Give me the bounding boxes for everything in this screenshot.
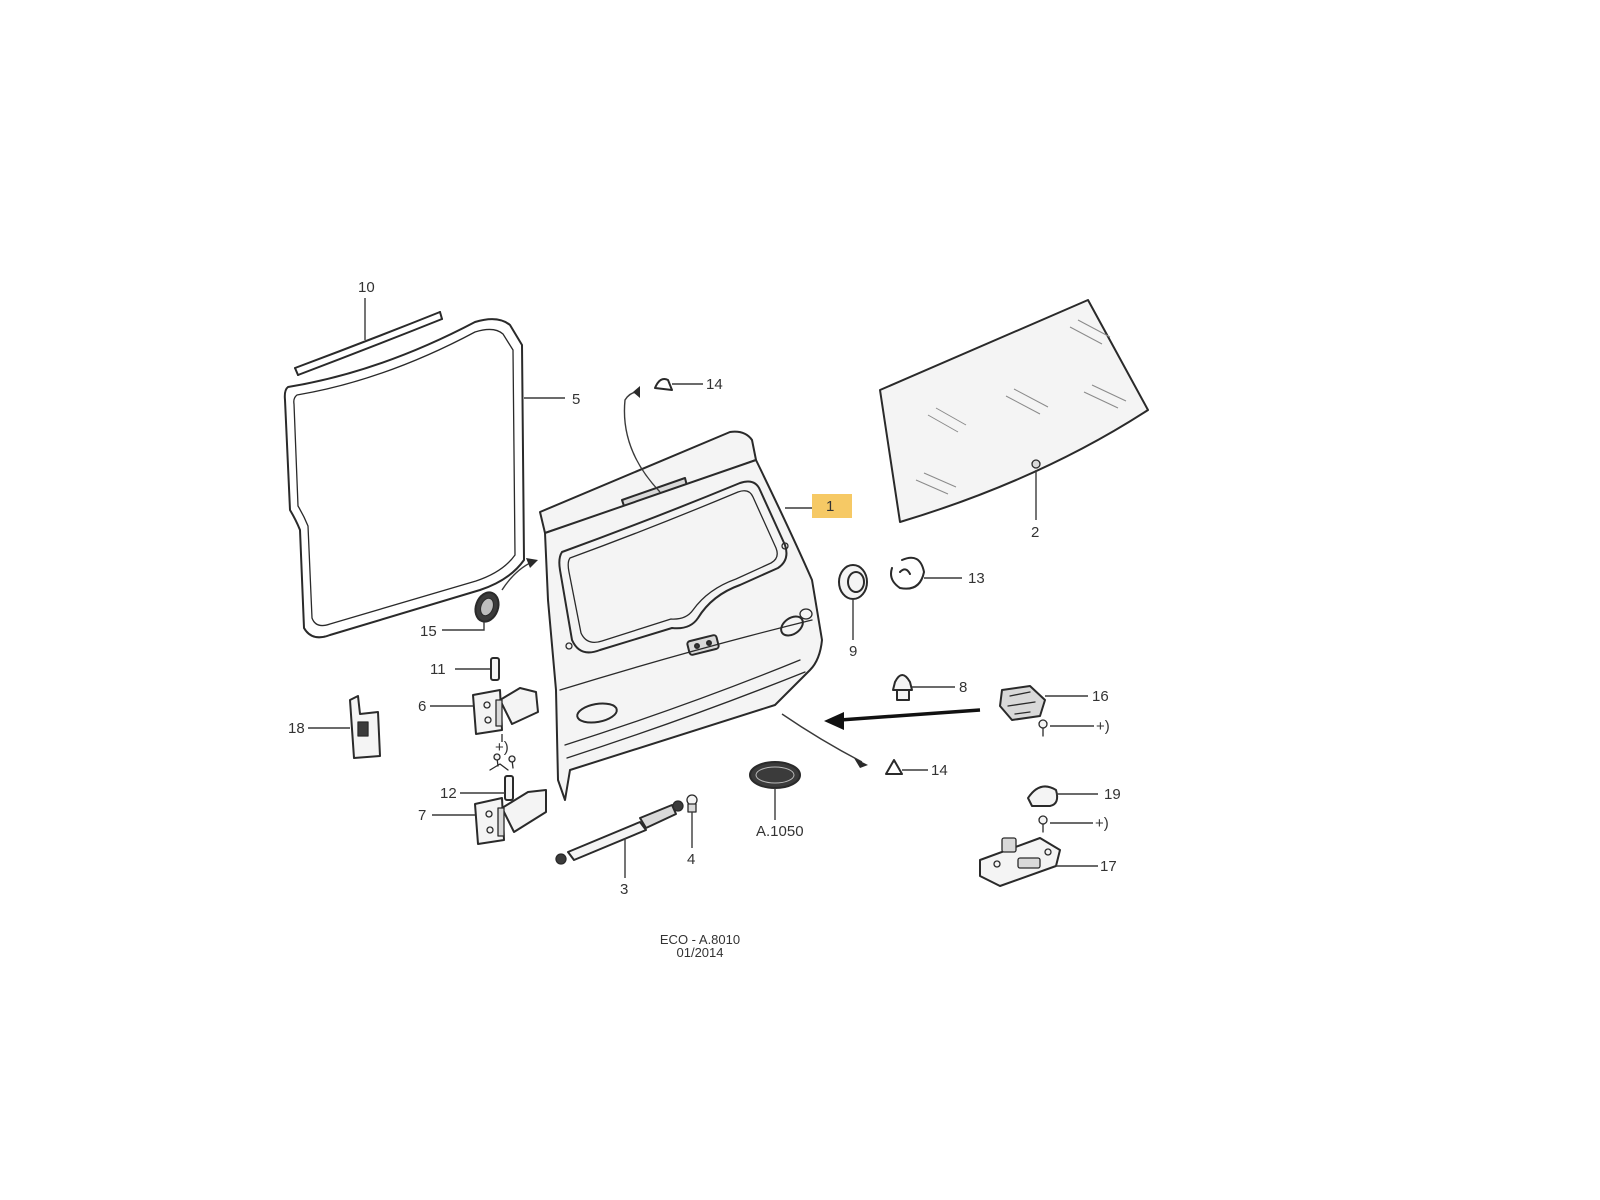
part-4-nut[interactable] (686, 794, 698, 813)
callout-7[interactable]: 7 (418, 807, 426, 824)
washer-nozzle (1031, 459, 1041, 469)
callout-1[interactable]: 1 (826, 498, 834, 515)
fastener-16: +) (1096, 718, 1110, 735)
callout-18[interactable]: 18 (288, 720, 305, 737)
part-6-upper-hinge[interactable] (472, 687, 539, 735)
arrow-lock-to-tailgate (839, 708, 981, 722)
part-2-rear-glass[interactable] (879, 299, 1149, 523)
arrow-to-14-bottom (781, 713, 863, 763)
part-14-clip-top[interactable] (654, 378, 673, 391)
hinge-bolts[interactable] (489, 753, 516, 771)
fastener-6: +) (495, 739, 509, 756)
part-8-bump-stop[interactable] (892, 674, 913, 701)
part-1-tailgate[interactable] (539, 430, 823, 801)
ford-emblem[interactable] (749, 761, 801, 789)
part-18-bracket[interactable] (349, 695, 381, 759)
callout-3[interactable]: 3 (620, 881, 628, 898)
callout-2[interactable]: 2 (1031, 524, 1039, 541)
callout-emblem-ref[interactable]: A.1050 (756, 823, 804, 840)
part-10-seal-strip[interactable] (294, 311, 443, 376)
callout-11[interactable]: 11 (430, 661, 446, 678)
callout-12[interactable]: 12 (440, 785, 457, 802)
callout-8[interactable]: 8 (959, 679, 967, 696)
part-19-cap[interactable] (1027, 785, 1059, 807)
part-11-pin[interactable] (490, 657, 500, 681)
part-17-striker[interactable] (979, 837, 1061, 887)
arrow-to-14-top (623, 391, 661, 493)
callout-9[interactable]: 9 (849, 643, 857, 660)
callout-10[interactable]: 10 (358, 279, 375, 296)
callout-13[interactable]: 13 (968, 570, 985, 587)
arrow-head-15 (526, 558, 538, 568)
arrow-head-lock (824, 712, 844, 730)
callout-17[interactable]: 17 (1100, 858, 1117, 875)
callout-1-highlight (812, 494, 852, 518)
fastener-19: +) (1095, 815, 1109, 832)
bolt-19[interactable] (1038, 815, 1048, 833)
bolt-16[interactable] (1038, 719, 1048, 737)
part-7-lower-hinge[interactable] (474, 789, 547, 845)
part-3-gas-strut[interactable] (555, 800, 684, 865)
part-13-clip-ring[interactable] (890, 556, 925, 590)
callout-4[interactable]: 4 (687, 851, 695, 868)
arrow-head-14-top (633, 386, 640, 398)
part-9-grommet[interactable] (838, 564, 868, 600)
callout-14-top[interactable]: 14 (706, 376, 723, 393)
diagram-code: ECO - A.8010 (660, 932, 740, 947)
part-14-clip-bottom[interactable] (885, 759, 903, 775)
part-12-hinge-pin[interactable] (504, 775, 514, 801)
callout-15[interactable]: 15 (420, 623, 437, 640)
callout-5[interactable]: 5 (572, 391, 580, 408)
diagram-date: 01/2014 (677, 945, 724, 960)
callout-19[interactable]: 19 (1104, 786, 1121, 803)
part-15-bushing[interactable] (472, 589, 503, 625)
part-16-lock[interactable] (999, 685, 1046, 721)
callout-6[interactable]: 6 (418, 698, 426, 715)
callout-14-bottom[interactable]: 14 (931, 762, 948, 779)
arrow-head-14-bottom (854, 758, 868, 768)
callout-16[interactable]: 16 (1092, 688, 1109, 705)
leader-15 (442, 622, 485, 631)
part-5-weatherstrip[interactable] (283, 318, 525, 639)
